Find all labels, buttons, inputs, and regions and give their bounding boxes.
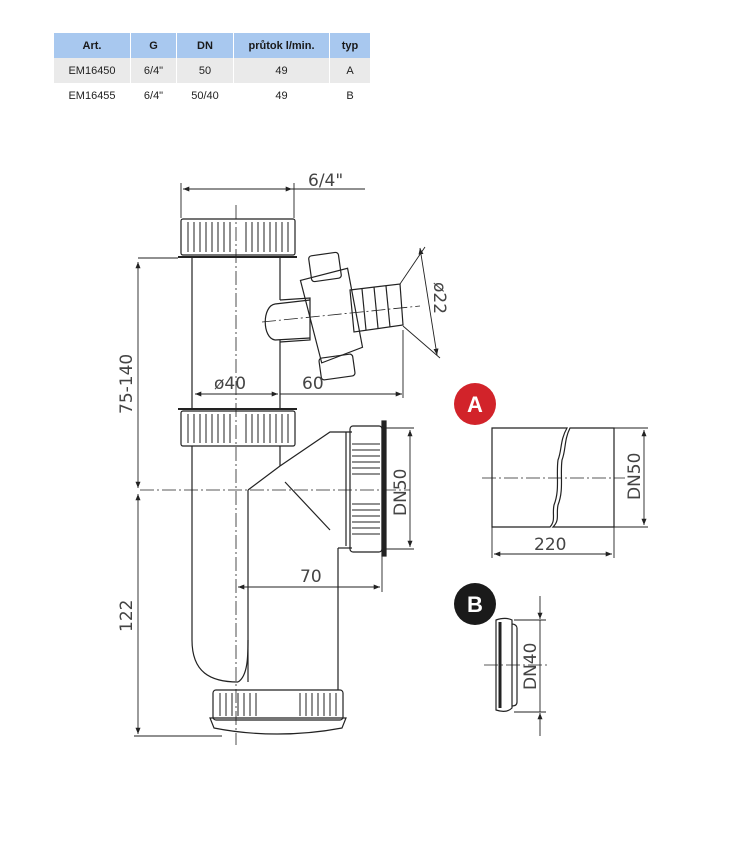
dim-dn-main: DN50 [391, 469, 411, 516]
badge-a-circle [454, 383, 496, 425]
table-row: EM16450 6/4" 50 49 A [54, 58, 371, 83]
dim-offset-70: 70 [300, 567, 322, 587]
col-header-flow: průtok l/min. [233, 33, 330, 58]
top-nut [178, 218, 297, 258]
badge-a-label: A [467, 392, 483, 417]
cell-art: EM16450 [54, 58, 131, 83]
bottom-cap [209, 689, 347, 735]
cell-flow: 49 [233, 58, 330, 83]
badge-b-circle [454, 583, 496, 625]
badge-b-label: B [467, 592, 483, 617]
cell-dn: 50/40 [176, 83, 234, 108]
spec-table: Art. G DN průtok l/min. typ EM16450 6/4"… [54, 33, 371, 108]
col-header-art: Art. [54, 33, 131, 58]
col-header-dn: DN [176, 33, 234, 58]
dimension-lines [134, 183, 441, 737]
cell-flow: 49 [233, 83, 330, 108]
side-inlet [264, 251, 404, 381]
col-header-g: G [130, 33, 177, 58]
dim-thread: 6/4" [308, 171, 343, 191]
detail-b: B DN40 [454, 583, 550, 736]
dim-length-a: 220 [534, 535, 566, 555]
dim-offset-60: 60 [302, 374, 324, 394]
dim-diameter-pipe: ø40 [214, 374, 246, 394]
dim-height-lower: 122 [117, 600, 137, 632]
dim-dn-a: DN50 [625, 453, 645, 500]
outlet-nut [345, 420, 387, 557]
table-header-row: Art. G DN průtok l/min. typ [54, 33, 371, 58]
cell-type: A [329, 58, 371, 83]
siphon-body [140, 205, 421, 745]
dim-dn-b: DN40 [521, 643, 541, 690]
dim-diameter-inlet: ø22 [429, 282, 449, 314]
dim-height-range: 75-140 [117, 354, 137, 414]
cell-g: 6/4" [130, 83, 177, 108]
col-header-type: typ [329, 33, 371, 58]
cell-type: B [329, 83, 371, 108]
detail-a: A DN50 220 [454, 383, 648, 558]
middle-nut [178, 408, 297, 447]
cell-art: EM16455 [54, 83, 131, 108]
cell-g: 6/4" [130, 58, 177, 83]
cell-dn: 50 [176, 58, 234, 83]
table-row: EM16455 6/4" 50/40 49 B [54, 83, 371, 108]
